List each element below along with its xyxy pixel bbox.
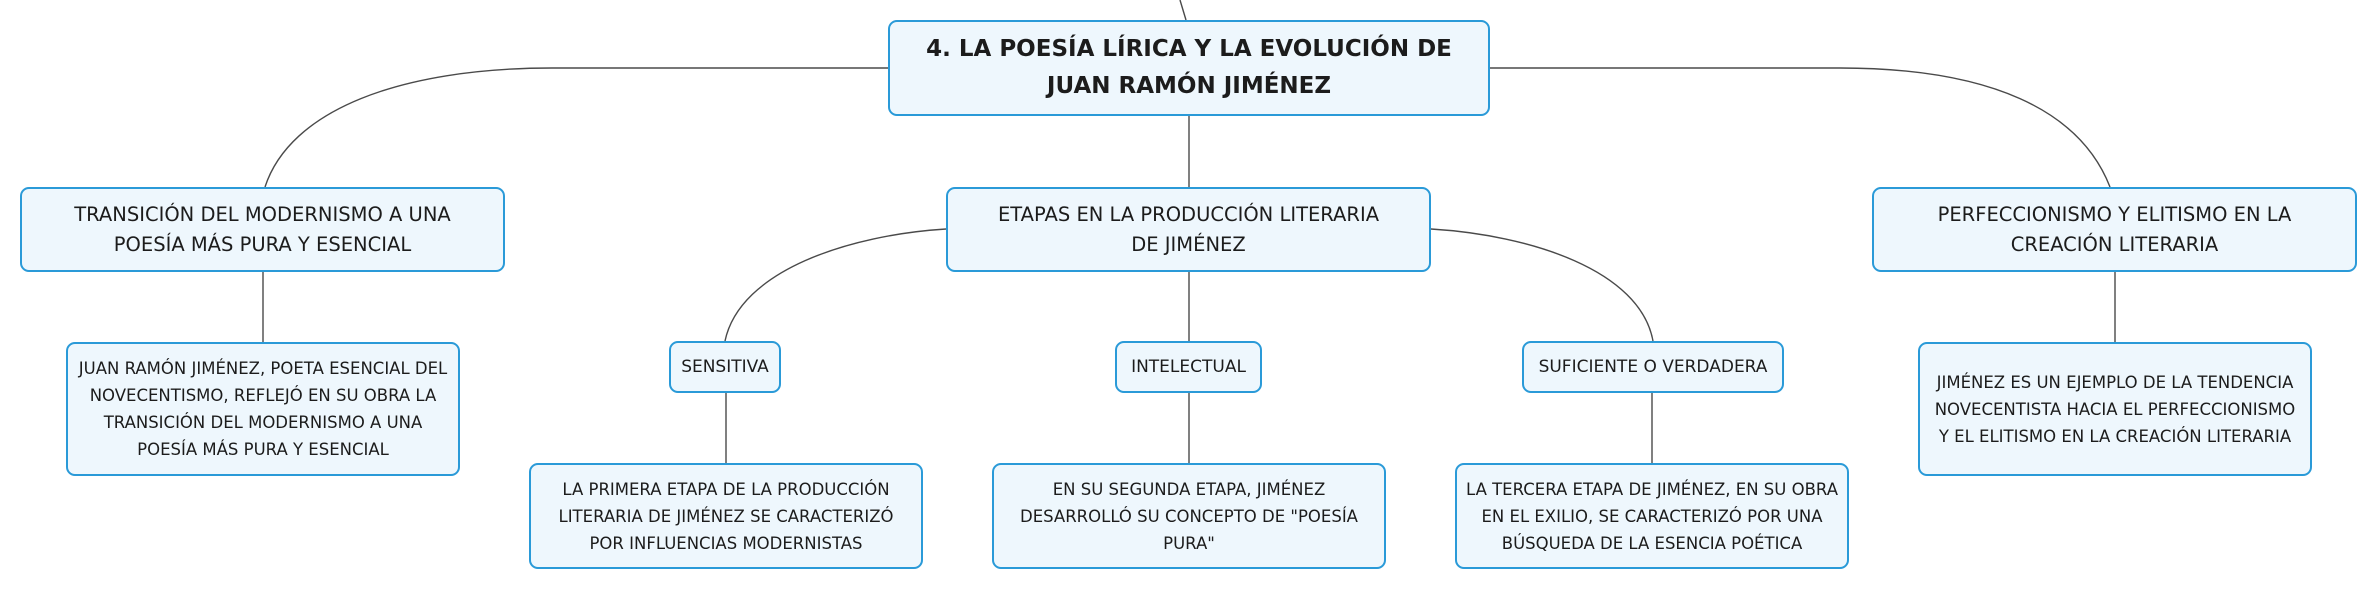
connector-root-parent xyxy=(1179,0,1187,21)
topic-etapas-produccion[interactable]: ETAPAS EN LA PRODUCCIÓN LITERARIA DE JIM… xyxy=(946,187,1431,272)
subtopic-label: SUFICIENTE O VERDADERA xyxy=(1538,357,1768,377)
connector-center-suficiente xyxy=(1430,228,1654,342)
subtopic-label: JIMÉNEZ ES UN EJEMPLO DE LA TENDENCIA NO… xyxy=(1934,372,2296,446)
subtopic-transicion-detail[interactable]: JUAN RAMÓN JIMÉNEZ, POETA ESENCIAL DEL N… xyxy=(66,342,460,476)
subtopic-label: EN SU SEGUNDA ETAPA, JIMÉNEZ DESARROLLÓ … xyxy=(1020,479,1358,553)
topic-perfeccionismo-elitismo[interactable]: PERFECCIONISMO Y ELITISMO EN LA CREACIÓN… xyxy=(1872,187,2357,272)
topic-label: ETAPAS EN LA PRODUCCIÓN LITERARIA DE JIM… xyxy=(997,202,1380,256)
connector-root-right xyxy=(1490,67,2111,188)
topic-label: PERFECCIONISMO Y ELITISMO EN LA CREACIÓN… xyxy=(1937,202,2292,256)
subtopic-suficiente-o-verdadera[interactable]: SUFICIENTE O VERDADERA xyxy=(1522,341,1784,393)
subtopic-label: LA TERCERA ETAPA DE JIMÉNEZ, EN SU OBRA … xyxy=(1466,479,1838,553)
subtopic-label: LA PRIMERA ETAPA DE LA PRODUCCIÓN LITERA… xyxy=(558,479,894,553)
subtopic-label: INTELECTUAL xyxy=(1131,357,1246,377)
subtopic-sensitiva-detail[interactable]: LA PRIMERA ETAPA DE LA PRODUCCIÓN LITERA… xyxy=(529,463,923,569)
connector-center-sensitiva xyxy=(724,228,947,342)
subtopic-label: SENSITIVA xyxy=(681,357,769,377)
root-topic-label: 4. LA POESÍA LÍRICA Y LA EVOLUCIÓN DE JU… xyxy=(926,36,1452,99)
topic-transicion-modernismo[interactable]: TRANSICIÓN DEL MODERNISMO A UNA POESÍA M… xyxy=(20,187,505,272)
subtopic-label: JUAN RAMÓN JIMÉNEZ, POETA ESENCIAL DEL N… xyxy=(78,359,448,459)
root-topic-node[interactable]: 4. LA POESÍA LÍRICA Y LA EVOLUCIÓN DE JU… xyxy=(888,20,1490,116)
connector-root-left xyxy=(264,67,888,188)
subtopic-intelectual[interactable]: INTELECTUAL xyxy=(1115,341,1262,393)
subtopic-intelectual-detail[interactable]: EN SU SEGUNDA ETAPA, JIMÉNEZ DESARROLLÓ … xyxy=(992,463,1386,569)
subtopic-perfeccionismo-detail[interactable]: JIMÉNEZ ES UN EJEMPLO DE LA TENDENCIA NO… xyxy=(1918,342,2312,476)
subtopic-suficiente-detail[interactable]: LA TERCERA ETAPA DE JIMÉNEZ, EN SU OBRA … xyxy=(1455,463,1849,569)
subtopic-sensitiva[interactable]: SENSITIVA xyxy=(669,341,781,393)
topic-label: TRANSICIÓN DEL MODERNISMO A UNA POESÍA M… xyxy=(74,202,451,256)
